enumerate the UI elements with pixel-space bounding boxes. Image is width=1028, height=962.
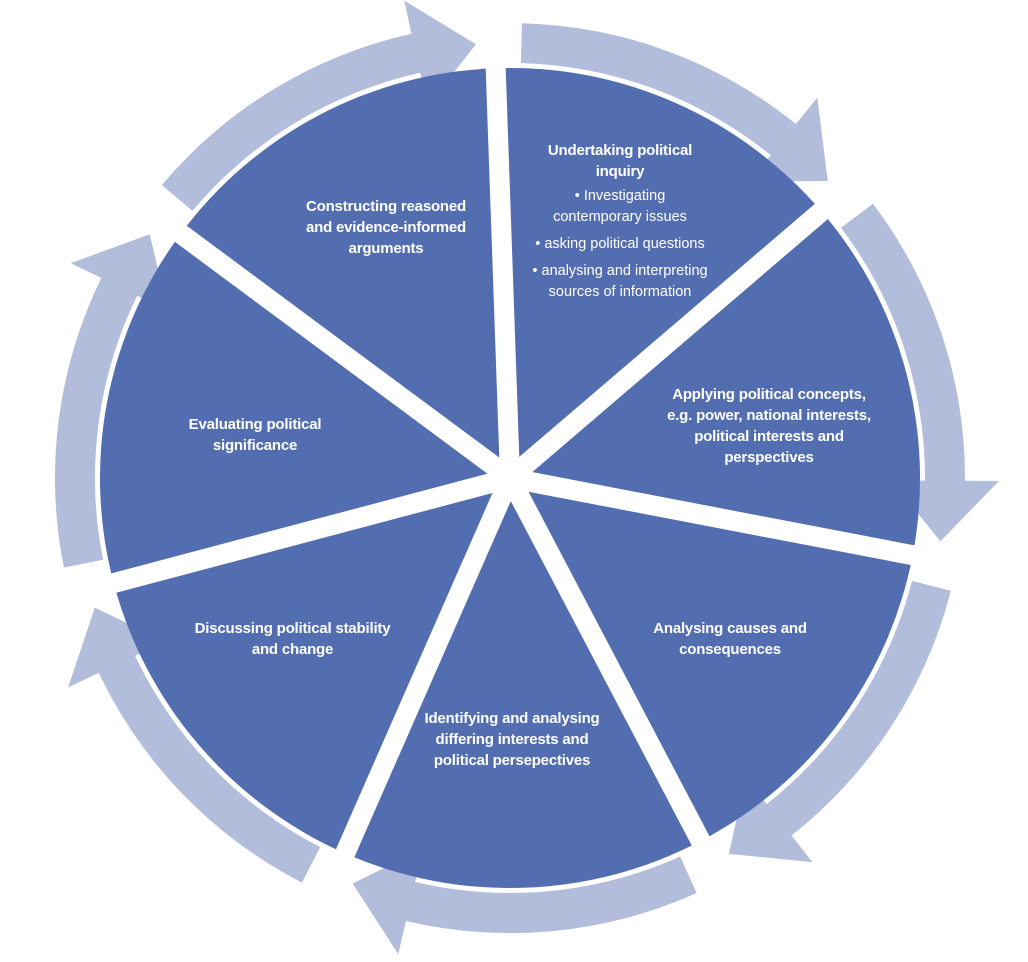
bullet-analysing-sources: • analysing and interpreting sources of … xyxy=(532,263,708,300)
segment-title-constructing-arguments: Constructing reasoned and evidence-infor… xyxy=(305,198,466,257)
cycle-segment-1 xyxy=(495,67,822,479)
segment-divider-2 xyxy=(503,148,893,486)
segment-title-evaluating-significance: Evaluating political significance xyxy=(188,416,322,454)
segment-label-applying-concepts: Applying political concepts, e.g. power,… xyxy=(664,384,874,468)
segment-title-analysing-causes: Analysing causes and consequences xyxy=(653,620,807,658)
cycle-segments xyxy=(28,0,998,936)
cycle-arrow-7 xyxy=(161,0,476,211)
bullet-asking-questions: • asking political questions xyxy=(535,236,705,252)
segment-title-undertaking-inquiry: Undertaking political inquiry xyxy=(547,142,693,180)
cycle-segment-3 xyxy=(510,478,913,841)
segment-divider-3 xyxy=(508,468,998,582)
segment-label-constructing-arguments: Constructing reasoned and evidence-infor… xyxy=(300,196,472,259)
cycle-arrow-5 xyxy=(68,607,321,883)
cycle-segment-4 xyxy=(345,478,701,889)
segment-label-undertaking-inquiry: Undertaking political inquiry • Investig… xyxy=(530,140,710,309)
cycle-arrow-4 xyxy=(352,848,697,955)
segment-divider-6 xyxy=(28,468,513,615)
segment-divider-4 xyxy=(501,473,750,921)
cycle-segment-7 xyxy=(180,68,510,478)
cycle-arrow-ring xyxy=(54,0,999,955)
segment-divider-1 xyxy=(483,0,520,479)
cycle-segment-5 xyxy=(113,478,510,854)
cycle-segment-2 xyxy=(510,211,921,556)
segment-divider-7 xyxy=(106,175,516,487)
segment-label-stability-change: Discussing political stability and chang… xyxy=(190,618,395,660)
segment-bullets-undertaking-inquiry: • Investigating contemporary issues • as… xyxy=(530,186,710,303)
segment-title-stability-change: Discussing political stability and chang… xyxy=(194,620,391,658)
bullet-investigating-issues: • Investigating contemporary issues xyxy=(553,188,687,225)
cycle-arrow-1 xyxy=(520,23,828,182)
segment-label-evaluating-significance: Evaluating political significance xyxy=(180,414,330,456)
segment-label-analysing-causes: Analysing causes and consequences xyxy=(650,618,810,660)
segment-title-identifying-interests: Identifying and analysing differing inte… xyxy=(424,710,600,769)
segment-divider-5 xyxy=(301,473,520,936)
cycle-arrow-2 xyxy=(841,203,999,542)
cycle-arrow-6 xyxy=(54,234,168,568)
centre-hub xyxy=(496,464,524,492)
segment-label-identifying-interests: Identifying and analysing differing inte… xyxy=(420,708,604,771)
segment-title-applying-concepts: Applying political concepts, e.g. power,… xyxy=(667,386,871,466)
cycle-arrow-3 xyxy=(728,580,951,863)
